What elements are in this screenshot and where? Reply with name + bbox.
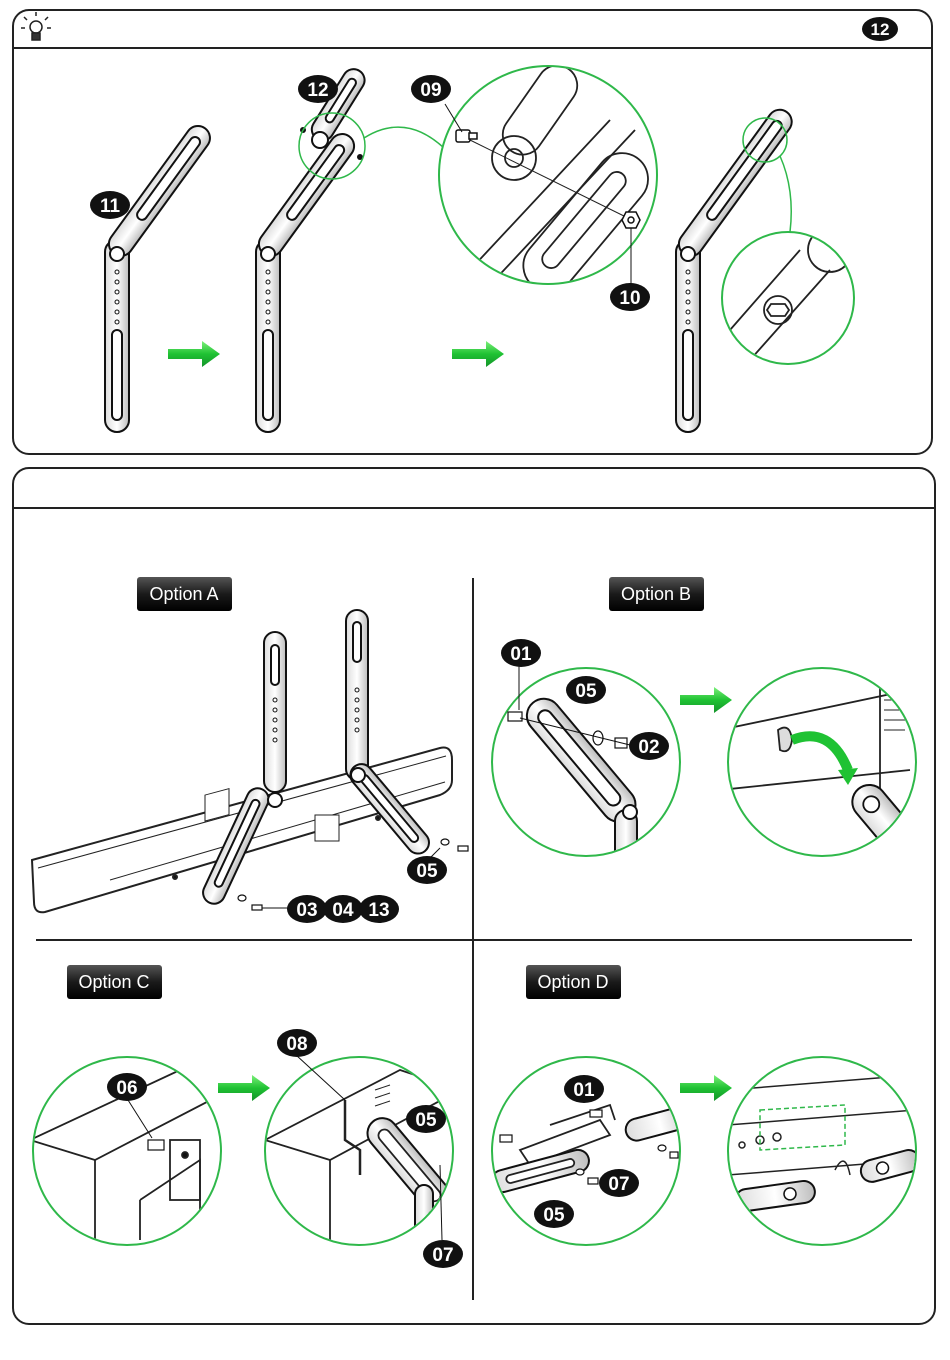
callout-06-c: 06 xyxy=(107,1073,147,1101)
nut-10 xyxy=(622,212,640,228)
callout-02-b: 02 xyxy=(629,732,669,760)
svg-text:08: 08 xyxy=(286,1034,307,1055)
callout-07-c: 07 xyxy=(423,1240,463,1268)
callout-03: 03 xyxy=(287,895,327,923)
svg-text:07: 07 xyxy=(432,1245,453,1266)
svg-text:01: 01 xyxy=(573,1080,595,1101)
bottom-panel: Option A xyxy=(13,468,949,1324)
option-a-label: Option A xyxy=(137,577,232,611)
callout-05-a: 05 xyxy=(407,856,447,884)
svg-text:09: 09 xyxy=(420,80,441,101)
svg-text:12: 12 xyxy=(307,80,328,101)
callout-01-b: 01 xyxy=(501,639,541,667)
top-panel: 12 11 xyxy=(13,10,932,454)
svg-text:07: 07 xyxy=(608,1174,629,1195)
svg-text:12: 12 xyxy=(871,20,890,39)
bracket-arm-a-right xyxy=(346,610,434,858)
svg-text:Option A: Option A xyxy=(149,584,218,604)
detail-zoom-circle-1 xyxy=(439,58,659,303)
svg-text:05: 05 xyxy=(543,1205,565,1226)
svg-text:13: 13 xyxy=(368,900,389,921)
screw-06-c xyxy=(148,1140,164,1150)
svg-text:Option B: Option B xyxy=(621,584,691,604)
callout-10: 10 xyxy=(610,283,650,311)
svg-text:04: 04 xyxy=(332,900,354,921)
svg-text:05: 05 xyxy=(415,1110,437,1131)
arrow-right-d xyxy=(680,1075,732,1101)
svg-text:05: 05 xyxy=(416,861,438,882)
callout-09: 09 xyxy=(411,75,451,103)
detail-connector-2 xyxy=(780,156,791,232)
callout-05-d: 05 xyxy=(534,1200,574,1228)
svg-text:01: 01 xyxy=(510,644,532,665)
svg-text:02: 02 xyxy=(638,737,659,758)
detail-circle-d2 xyxy=(728,1057,922,1245)
detail-circle-c2 xyxy=(265,1057,461,1245)
svg-text:06: 06 xyxy=(116,1078,137,1099)
svg-text:Option C: Option C xyxy=(78,972,149,992)
detail-circle-b2 xyxy=(720,660,949,892)
callout-12: 12 xyxy=(298,75,338,103)
option-d-label: Option D xyxy=(526,965,621,999)
lightbulb-icon xyxy=(21,12,51,40)
arrow-right-c xyxy=(218,1075,270,1101)
option-c-label: Option C xyxy=(67,965,162,999)
callout-07-d: 07 xyxy=(599,1169,639,1197)
svg-text:Option D: Option D xyxy=(537,972,608,992)
arrow-right-b xyxy=(680,687,732,713)
callout-08-c: 08 xyxy=(277,1029,317,1057)
callout-05-c: 05 xyxy=(406,1105,446,1133)
svg-text:05: 05 xyxy=(575,681,597,702)
screw-washer-a-right xyxy=(441,839,468,851)
callout-04: 04 xyxy=(323,895,363,923)
svg-text:10: 10 xyxy=(619,288,640,309)
callout-11: 11 xyxy=(90,191,130,219)
bracket-arm-a-left xyxy=(199,632,286,907)
option-b-label: Option B xyxy=(609,577,704,611)
detail-connector-1 xyxy=(364,127,444,148)
screw-washer-a-left xyxy=(238,895,262,910)
arrow-right-2 xyxy=(452,341,504,367)
screw-01-b xyxy=(508,712,522,721)
callout-01-d: 01 xyxy=(564,1075,604,1103)
detail-zoom-circle-2 xyxy=(722,228,854,364)
callout-13: 13 xyxy=(359,895,399,923)
svg-text:03: 03 xyxy=(296,900,317,921)
callout-05-b: 05 xyxy=(566,676,606,704)
step-badge: 12 xyxy=(862,17,898,41)
svg-text:11: 11 xyxy=(100,196,121,217)
arrow-right-1 xyxy=(168,341,220,367)
arm-assembly-1 xyxy=(104,121,215,432)
